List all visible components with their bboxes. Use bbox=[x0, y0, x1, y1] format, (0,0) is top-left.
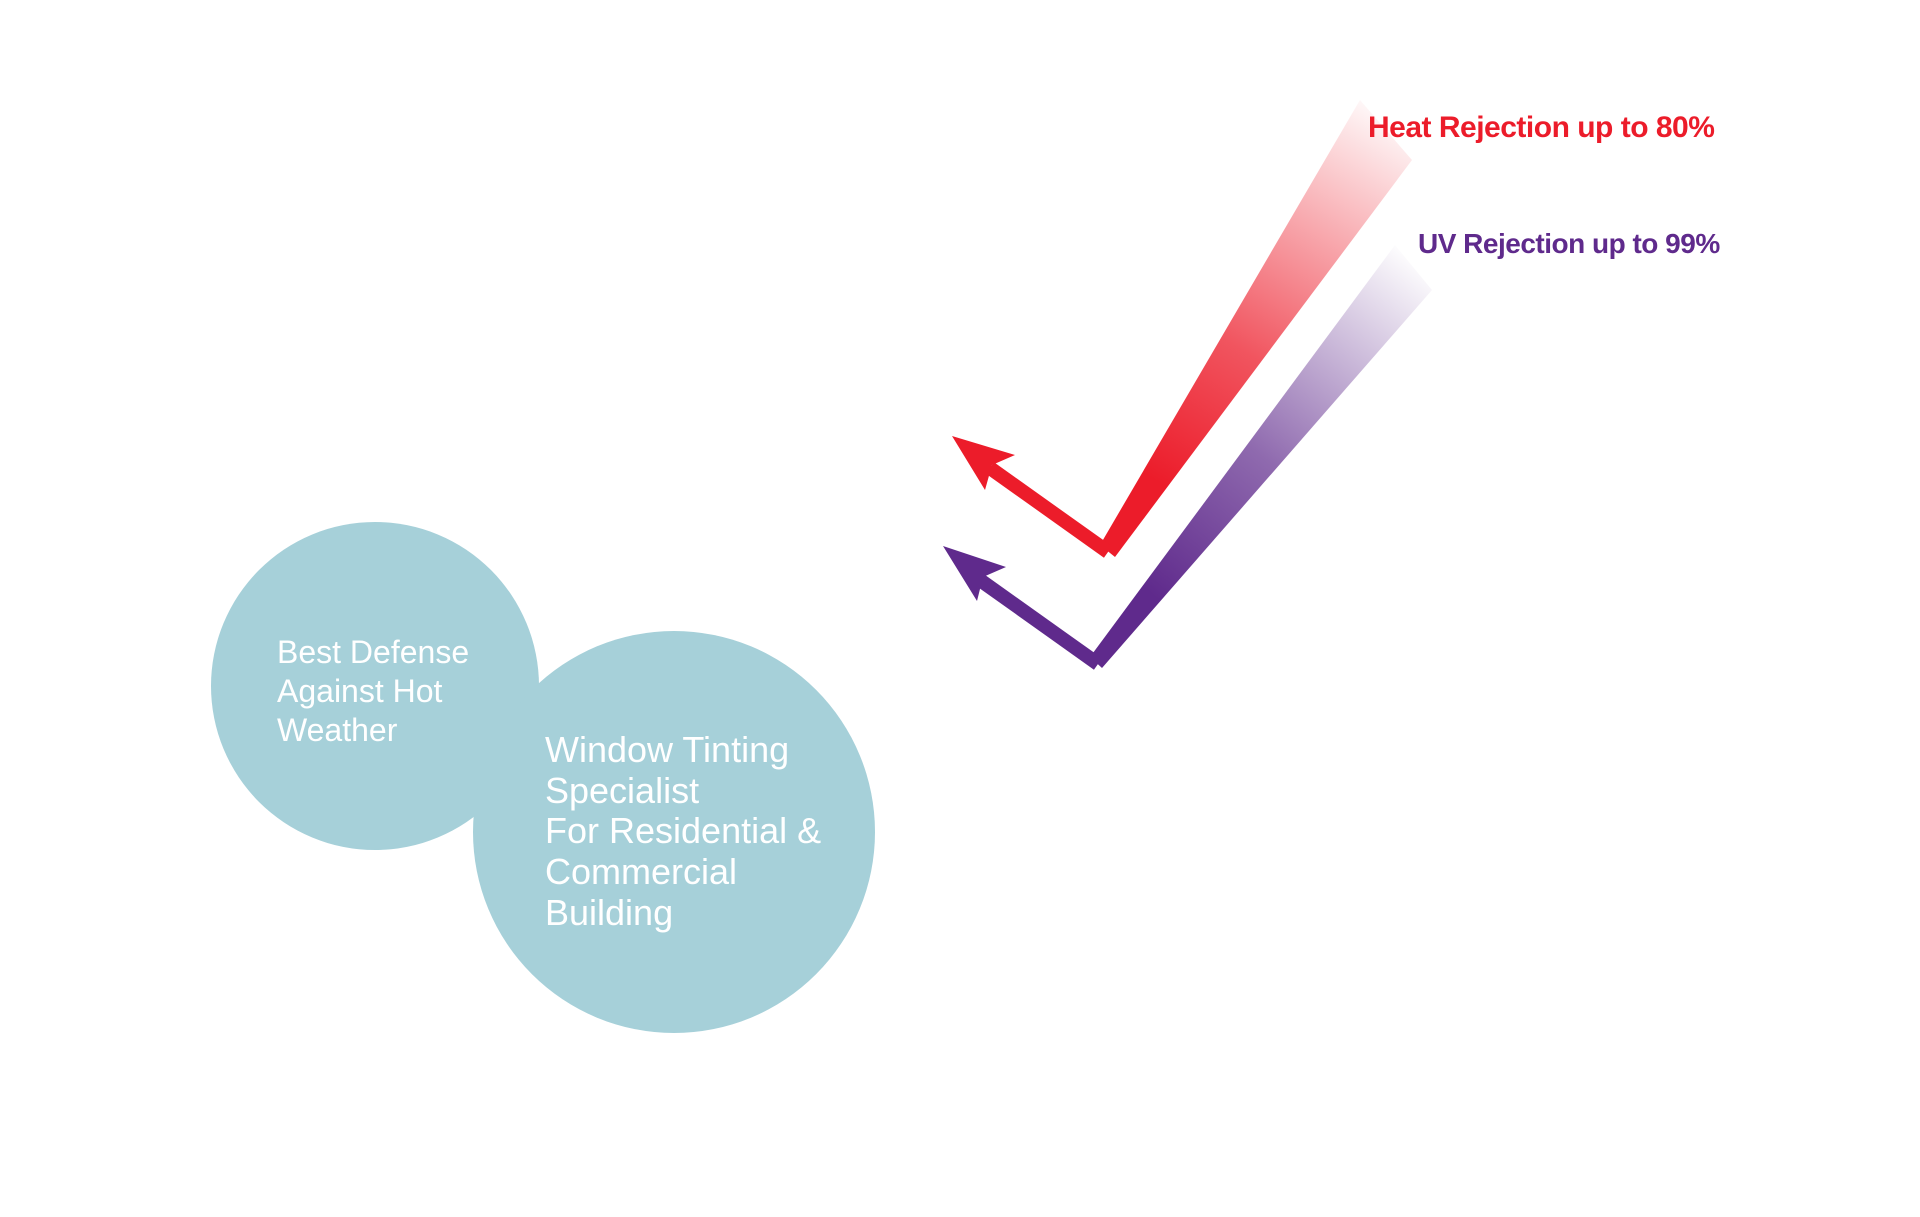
circle-small-text: Best Defense Against Hot Weather bbox=[277, 634, 470, 749]
circle-large-text: Window Tinting Specialist For Residentia… bbox=[545, 729, 822, 933]
heat-arrow-icon bbox=[952, 100, 1412, 558]
circle-large bbox=[473, 631, 875, 1033]
uv-arrow-icon bbox=[943, 245, 1432, 670]
heat-rejection-label: Heat Rejection up to 80% bbox=[1368, 111, 1715, 144]
uv-rejection-label: UV Rejection up to 99% bbox=[1418, 228, 1720, 259]
